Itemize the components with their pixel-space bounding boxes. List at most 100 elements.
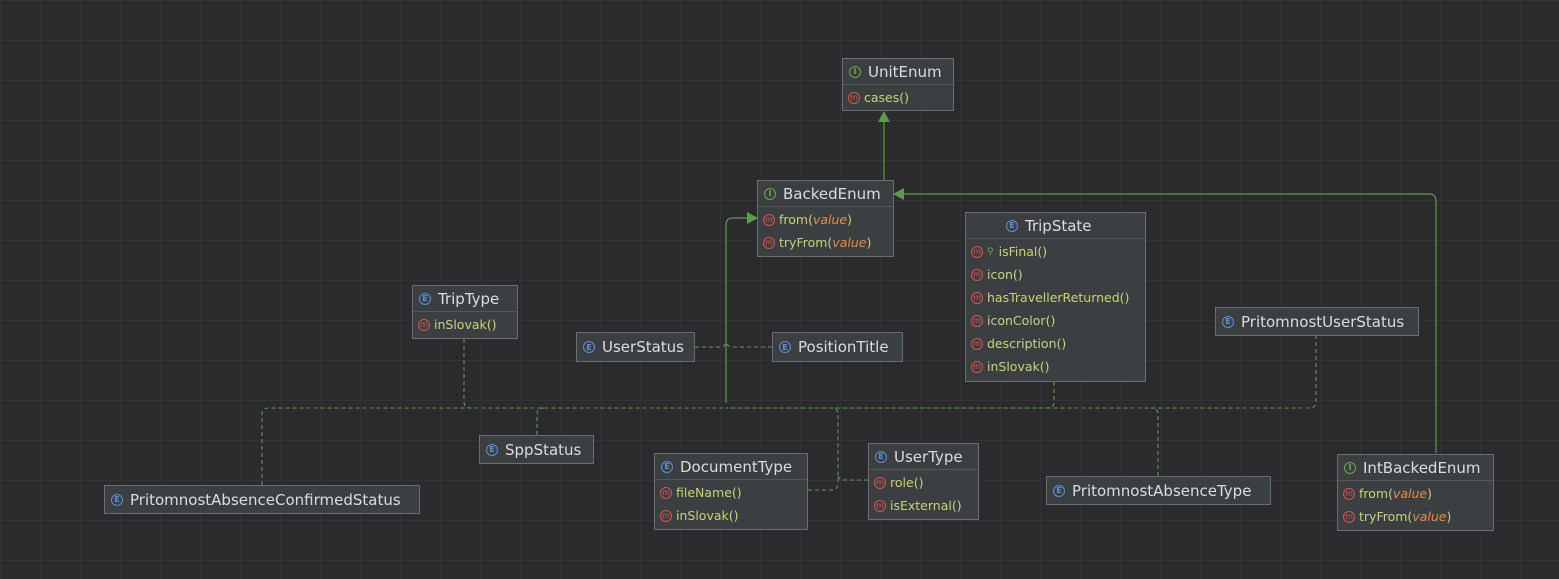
method-icon: m bbox=[848, 91, 860, 104]
edge-pritomnost-absence-confirmed-status bbox=[261, 407, 726, 485]
method-name: isFinal bbox=[998, 244, 1038, 259]
method-icon: m bbox=[971, 337, 983, 350]
node-pritomnost-absence-type[interactable]: E PritomnostAbsenceType bbox=[1046, 476, 1271, 505]
method-icon: m bbox=[971, 314, 983, 327]
method-icon: m bbox=[660, 486, 672, 499]
method-icon: m bbox=[1343, 510, 1355, 523]
method-icon: m bbox=[418, 318, 430, 331]
method-name: inSlovak bbox=[434, 317, 487, 332]
interface-icon: I bbox=[1344, 461, 1356, 474]
method-icon: m bbox=[874, 476, 886, 489]
node-title: UnitEnum bbox=[868, 62, 942, 81]
static-icon: ⚲ bbox=[987, 246, 994, 257]
method-icon: m bbox=[971, 291, 983, 304]
enum-icon: E bbox=[1053, 484, 1065, 497]
method-param: value bbox=[832, 235, 867, 250]
node-pritomnost-absence-confirmed-status[interactable]: E PritomnostAbsenceConfirmedStatus bbox=[104, 485, 420, 514]
enum-icon: E bbox=[1222, 315, 1234, 328]
method-name: fileName bbox=[676, 485, 732, 500]
method-name: tryFrom bbox=[779, 235, 828, 250]
interface-icon: I bbox=[849, 65, 861, 78]
method-name: hasTravellerReturned bbox=[987, 290, 1120, 305]
method-name: iconColor bbox=[987, 313, 1046, 328]
method-icon: m bbox=[971, 360, 983, 373]
method-param: value bbox=[1392, 486, 1428, 501]
method-icon: m bbox=[660, 509, 672, 522]
node-title: BackedEnum bbox=[783, 184, 881, 203]
node-pritomnost-user-status[interactable]: E PritomnostUserStatus bbox=[1215, 307, 1419, 336]
enum-icon: E bbox=[779, 341, 791, 353]
node-user-status[interactable]: E UserStatus bbox=[576, 332, 695, 362]
method-icon: m bbox=[1343, 487, 1355, 500]
enum-icon: E bbox=[111, 493, 123, 506]
method-name: from bbox=[1359, 486, 1389, 501]
node-title: PositionTitle bbox=[798, 338, 889, 356]
edge-intbackedenum-to-backedenum bbox=[893, 188, 1437, 453]
method-icon: m bbox=[763, 236, 775, 249]
node-title: PritomnostAbsenceType bbox=[1072, 481, 1252, 500]
method-name: inSlovak bbox=[987, 359, 1040, 374]
node-title: TripState bbox=[1025, 216, 1092, 235]
method-name: icon bbox=[987, 267, 1013, 282]
node-title: IntBackedEnum bbox=[1363, 458, 1481, 477]
edge-positiontitle bbox=[725, 339, 772, 348]
node-title: UserType bbox=[894, 447, 963, 466]
interface-icon: I bbox=[764, 187, 776, 200]
edge-implementations-to-backedenum bbox=[725, 212, 758, 403]
node-title: UserStatus bbox=[602, 338, 684, 356]
edge-sppstatus bbox=[536, 407, 545, 435]
method-name: from bbox=[779, 212, 809, 227]
method-param: value bbox=[1412, 509, 1447, 524]
node-title: PritomnostUserStatus bbox=[1241, 312, 1405, 331]
method-name: role bbox=[890, 475, 914, 490]
edge-userstatus bbox=[695, 339, 727, 348]
method-icon: m bbox=[971, 268, 983, 281]
method-name: description bbox=[987, 336, 1057, 351]
method-row[interactable]: m⚲isFinal() bbox=[966, 240, 1145, 263]
method-name: cases bbox=[864, 90, 900, 105]
edge-documenttype bbox=[808, 407, 839, 491]
method-icon: m bbox=[763, 213, 775, 226]
enum-icon: E bbox=[661, 460, 673, 473]
enum-icon: E bbox=[583, 341, 595, 353]
enum-icon: E bbox=[1006, 219, 1018, 232]
node-title: TripType bbox=[438, 289, 500, 308]
node-spp-status[interactable]: E SppStatus bbox=[479, 435, 594, 464]
method-name: isExternal bbox=[890, 498, 952, 513]
enum-icon: E bbox=[875, 450, 887, 463]
node-position-title[interactable]: E PositionTitle bbox=[772, 332, 903, 362]
edge-tripstate bbox=[726, 382, 1055, 409]
enum-icon: E bbox=[419, 292, 431, 305]
method-name: tryFrom bbox=[1359, 509, 1408, 524]
method-icon: m bbox=[874, 499, 886, 512]
node-title: DocumentType bbox=[680, 457, 793, 476]
enum-icon: E bbox=[486, 443, 498, 456]
method-name: inSlovak bbox=[676, 508, 729, 523]
edge-pritomnost-user-status bbox=[726, 335, 1317, 409]
edge-usertype bbox=[837, 473, 868, 481]
node-title: SppStatus bbox=[505, 440, 582, 459]
